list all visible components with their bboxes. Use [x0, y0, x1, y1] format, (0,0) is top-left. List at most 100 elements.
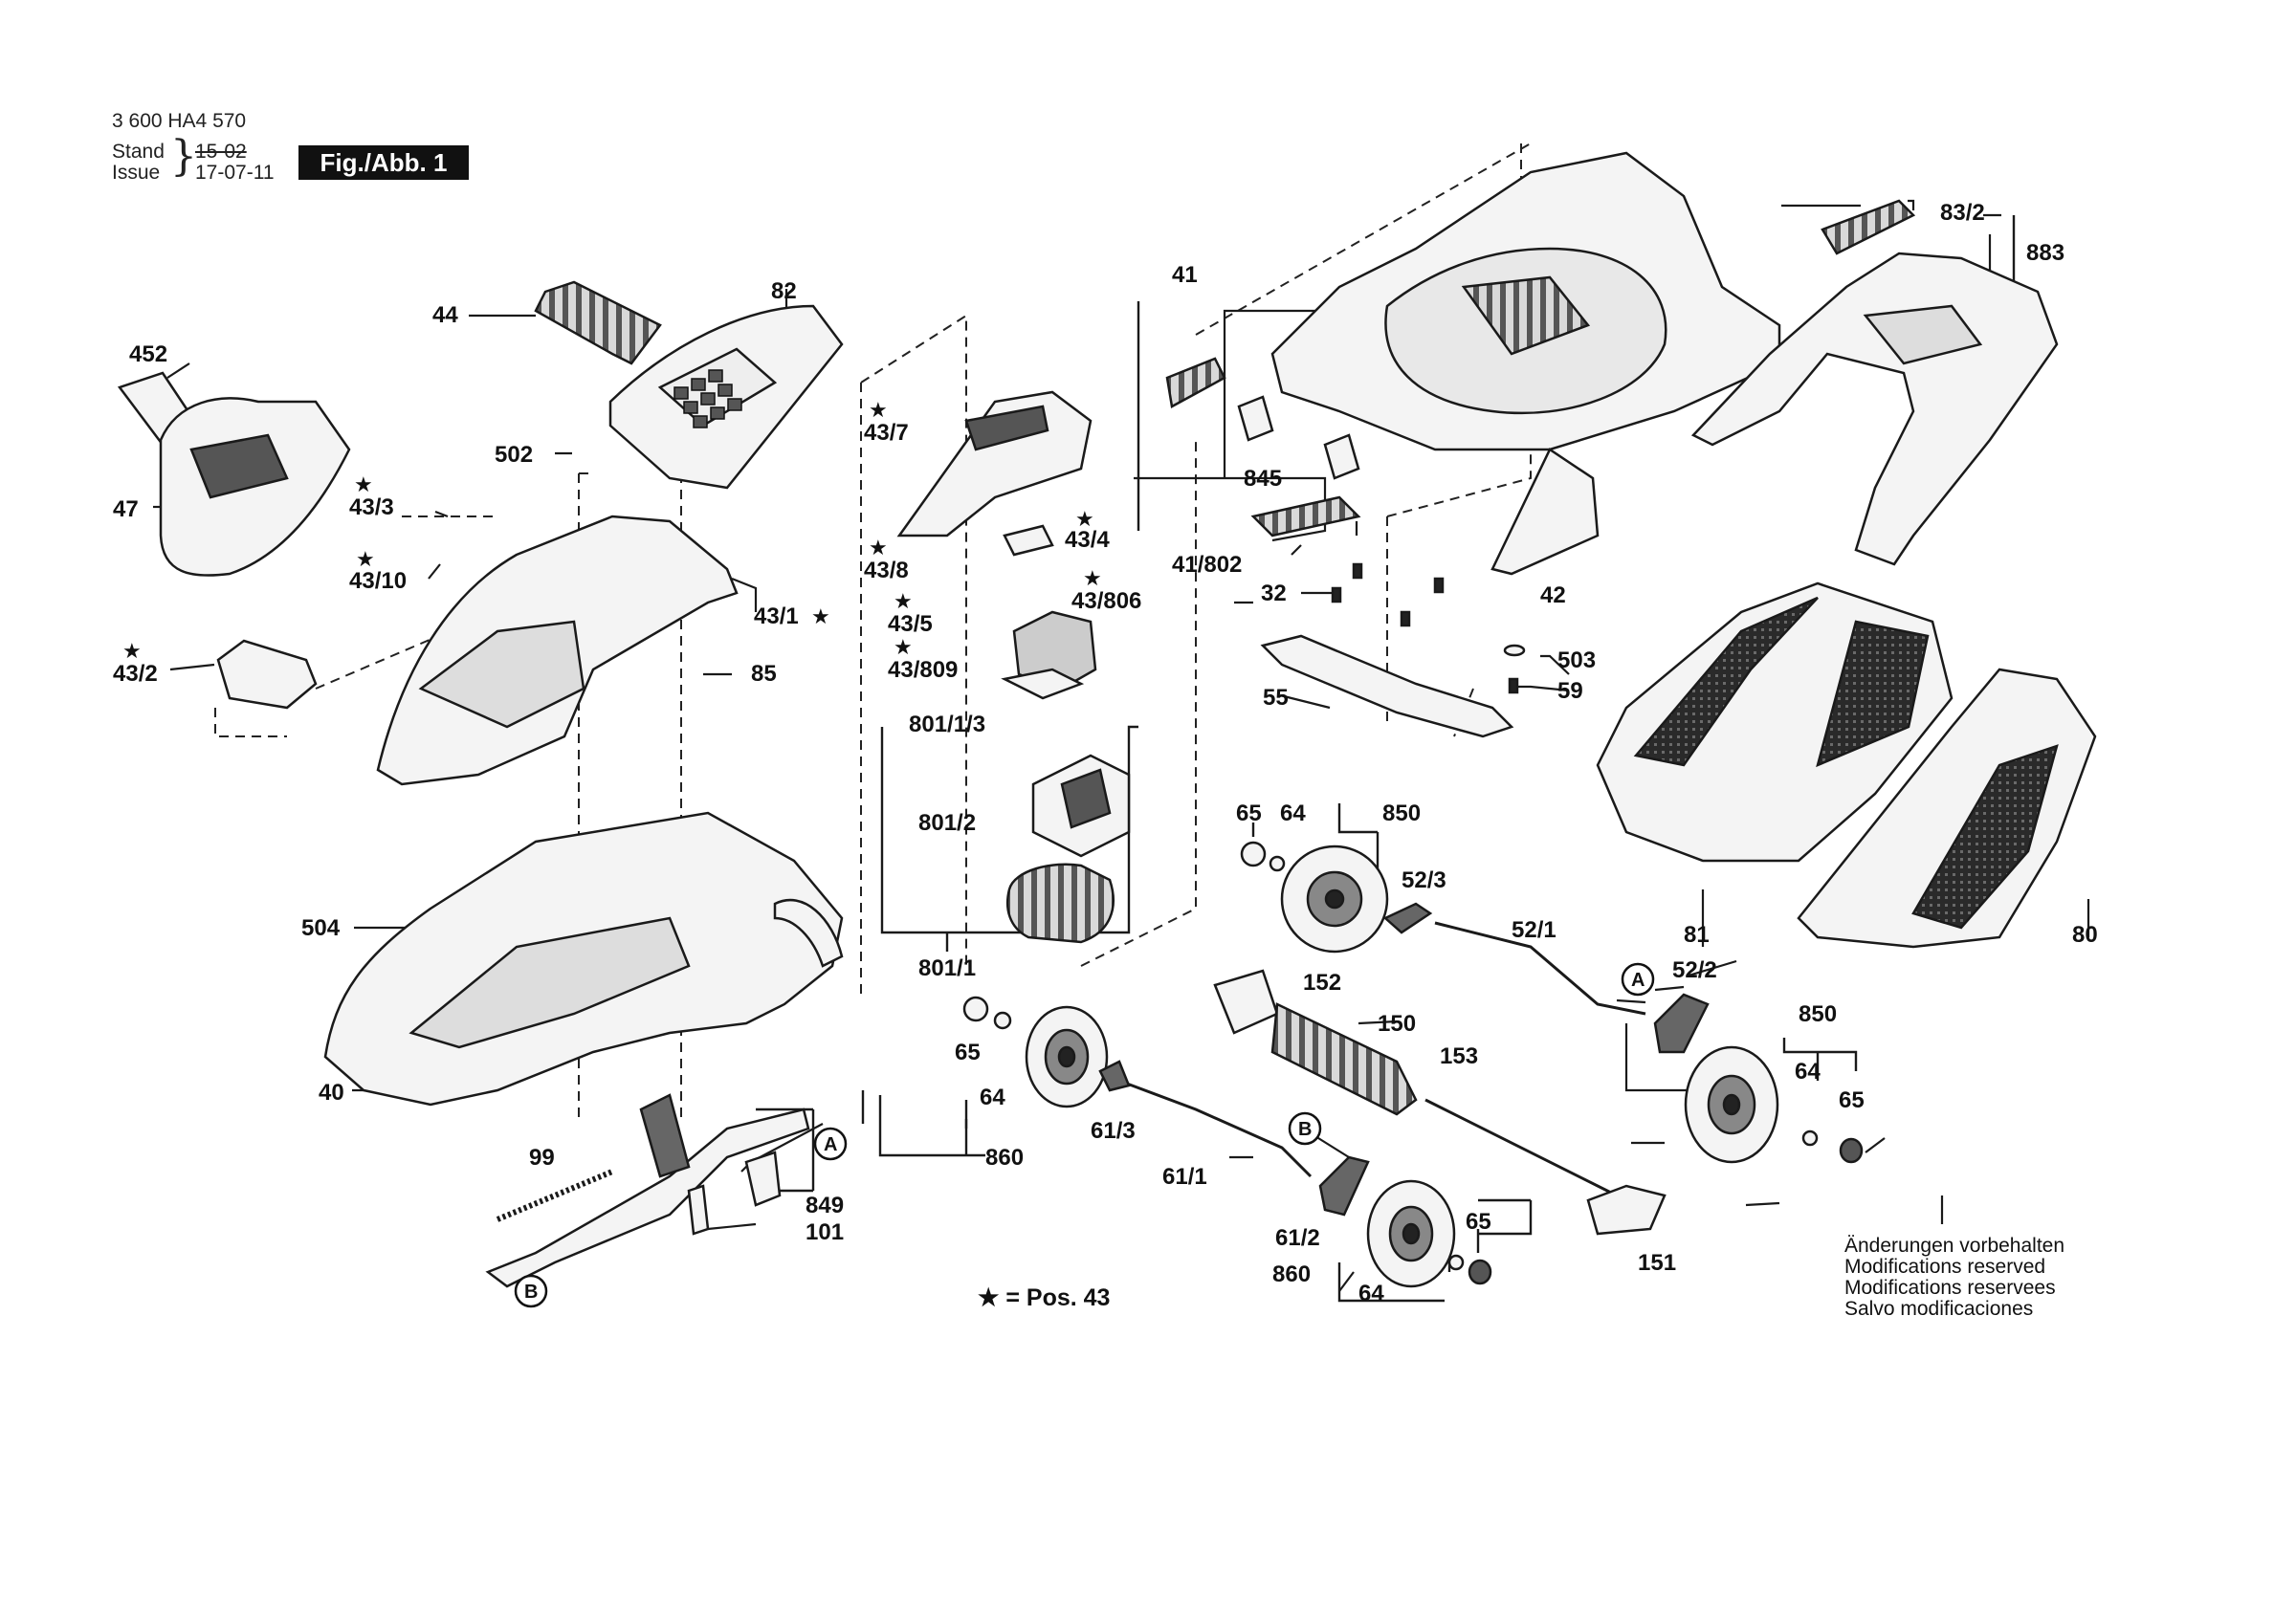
legend-star-pos: ★ = Pos. 43	[978, 1284, 1111, 1311]
part-101-shape	[744, 1151, 782, 1207]
grip-83-2-shape	[1821, 199, 1916, 255]
cover-47-window	[189, 433, 289, 499]
part-label: 64	[1280, 801, 1306, 826]
wheel-right	[1684, 1045, 1779, 1164]
part-label: 61/3	[1091, 1118, 1136, 1144]
part-label: 32	[1261, 581, 1287, 606]
part-label: 65	[955, 1040, 981, 1065]
motor-801-1-shape	[1005, 863, 1115, 944]
part-label: 43/4	[1065, 527, 1110, 553]
callout-circle	[514, 1274, 548, 1308]
callout-circle	[1621, 962, 1655, 997]
star-icon: ★	[894, 590, 913, 614]
part-label: 59	[1557, 678, 1583, 704]
star-icon: ★	[894, 636, 913, 660]
plate-43-809-shape	[1001, 668, 1085, 700]
star-icon: ★	[811, 605, 830, 629]
star-icon: ★	[869, 399, 888, 423]
part-label: 43/809	[888, 657, 958, 683]
roller-150-shape	[1270, 1002, 1418, 1116]
part-label: 43/3	[349, 494, 394, 520]
electronics-43-806-shape	[1012, 610, 1097, 691]
bracket-61-2-shape	[1318, 1155, 1370, 1217]
part-label: 61/1	[1162, 1164, 1207, 1190]
part-label: 850	[1799, 1001, 1837, 1027]
part-label: 801/2	[918, 810, 976, 836]
part-label: 65	[1236, 801, 1262, 826]
nut-65c	[1468, 1259, 1492, 1285]
callout-letter: B	[1298, 1119, 1312, 1140]
part-label: 65	[1466, 1209, 1491, 1235]
part-label: 151	[1638, 1250, 1676, 1276]
part-label: 61/2	[1275, 1225, 1320, 1251]
part-43-2-shape	[216, 639, 318, 710]
part-label: 43/7	[864, 420, 909, 446]
grip-41-802b	[1250, 495, 1361, 537]
figure-label: Fig./Abb. 1	[298, 145, 469, 180]
part-label: 801/1	[918, 955, 976, 981]
nut-65d	[1839, 1137, 1864, 1164]
part-label: 502	[495, 442, 533, 468]
callout-letter: A	[1631, 970, 1645, 991]
lever-849-shape	[485, 1108, 810, 1288]
part-shapes	[117, 151, 2097, 1288]
group-brackets	[756, 215, 2016, 1303]
part-label: 43/5	[888, 611, 933, 637]
clip-845a	[1237, 395, 1274, 442]
cover-42-shape	[1490, 448, 1600, 576]
part-label-layer: 44 82 452 47 502 43/3 43/10 43/1 43/2 85…	[113, 200, 2098, 1306]
callout-letter: A	[824, 1134, 837, 1155]
part-label: 849	[806, 1193, 844, 1218]
part-label: 64	[1358, 1281, 1384, 1306]
washer-64b	[1269, 855, 1286, 872]
wheel-bottom-center	[1366, 1179, 1456, 1288]
part-label: 99	[529, 1145, 555, 1171]
part-label: 150	[1378, 1011, 1416, 1037]
part-label: 43/10	[349, 568, 407, 594]
issue-label: Issue	[112, 162, 161, 184]
part-label: 883	[2026, 240, 2064, 266]
part-label: 82	[771, 278, 797, 304]
part-43-4-shape	[1003, 524, 1054, 557]
part-label: 55	[1263, 685, 1289, 711]
part-label: 81	[1684, 922, 1710, 948]
screw-59	[1508, 677, 1519, 694]
washer-64c	[1447, 1254, 1465, 1271]
star-icon: ★	[869, 537, 888, 560]
star-icon: ★	[1075, 508, 1094, 532]
star-icon: ★	[1083, 567, 1102, 591]
part-label: 153	[1440, 1043, 1478, 1069]
part-label: 41/802	[1172, 552, 1242, 578]
washer-64d	[1801, 1130, 1819, 1147]
stand-date-old: 15-02	[195, 141, 247, 163]
part-label: 64	[1795, 1059, 1821, 1085]
bracket-52-3-shape	[1382, 902, 1433, 934]
modifications-line: Modifications reserved	[1844, 1256, 2046, 1278]
callout-letter: B	[524, 1282, 538, 1303]
part-label: 152	[1303, 970, 1341, 996]
part-label: 42	[1540, 582, 1566, 608]
star-markers: ★ ★ ★ ★ ★ ★ ★ ★ ★ ★	[122, 399, 1102, 664]
callout-circle	[1288, 1111, 1322, 1146]
cover-80-shape	[1797, 668, 2097, 949]
part-label: 452	[129, 341, 167, 367]
callout-markers: A B A B	[514, 962, 1655, 1308]
part-label: 40	[319, 1080, 344, 1106]
part-61-3-shape	[1098, 1060, 1131, 1092]
axle-153-shape	[1424, 1098, 1618, 1197]
part-label: 80	[2072, 922, 2098, 948]
part-label: 850	[1382, 801, 1421, 826]
part-label: 504	[301, 915, 341, 941]
bracket-52-2-shape	[1653, 993, 1710, 1054]
roller-end-152-shape	[1213, 969, 1279, 1035]
washer-65a	[962, 996, 989, 1022]
wheel-center-left	[1280, 844, 1389, 954]
part-label: 43/2	[113, 661, 158, 687]
issue-date: 17-07-11	[195, 162, 275, 184]
part-label: 52/2	[1672, 957, 1717, 983]
part-label: 47	[113, 496, 139, 522]
part-label: 83/2	[1940, 200, 1985, 226]
part-label: 44	[432, 302, 458, 328]
part-label: 52/3	[1402, 867, 1446, 893]
